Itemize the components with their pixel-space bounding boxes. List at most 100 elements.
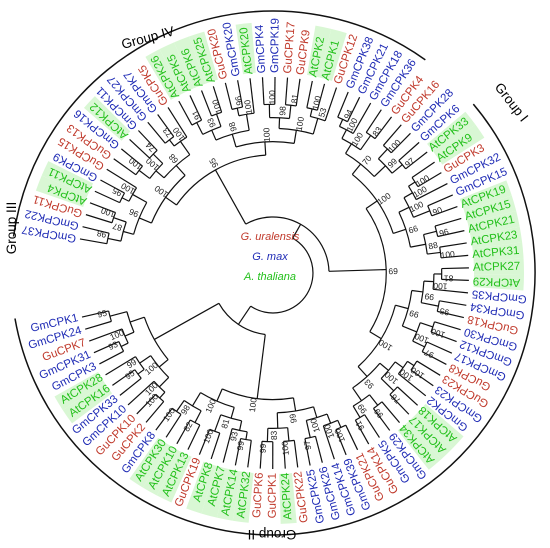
branch-segment: [100, 179, 125, 194]
branch-segment: [107, 237, 122, 242]
branch-segment: [397, 386, 419, 406]
branch-segment: [309, 108, 313, 117]
bootstrap-value: 100: [203, 397, 218, 414]
athaliana-highlight-layer: [35, 22, 525, 524]
branch-arc: [118, 341, 125, 352]
branch-segment: [441, 267, 469, 270]
branch-segment: [413, 210, 431, 218]
branch-segment: [295, 78, 301, 106]
bootstrap-value: 100: [280, 440, 291, 455]
branch-segment: [137, 130, 158, 151]
branch-segment: [194, 410, 202, 423]
branch-segment: [306, 80, 313, 108]
branch-segment: [175, 165, 186, 176]
branch-segment: [157, 114, 175, 137]
branch-segment: [324, 87, 338, 121]
branch-arc: [267, 427, 288, 429]
branch-arc: [351, 173, 394, 234]
highlight-atcpk34: [397, 422, 442, 470]
bootstrap-value: 100: [267, 90, 277, 105]
legend-guralensis: G. uralensis: [241, 231, 300, 243]
bootstrap-value: 100: [108, 327, 125, 342]
branch-segment: [410, 369, 434, 387]
branch-segment: [214, 169, 247, 225]
branch-arc: [163, 154, 191, 179]
branch-segment: [381, 401, 401, 424]
highlight-atcpk26: [145, 49, 183, 100]
branch-segment: [167, 107, 188, 138]
branch-segment: [85, 214, 113, 224]
bootstrap-value: 95: [438, 306, 450, 318]
branch-segment: [176, 400, 185, 412]
tree-branches: [79, 77, 469, 470]
branch-segment: [369, 394, 379, 406]
branch-segment: [293, 130, 297, 144]
highlight-atcpk18: [416, 403, 464, 449]
branch-segment: [426, 341, 453, 354]
branch-segment: [345, 143, 352, 154]
bootstrap-value: 100: [144, 156, 161, 173]
branch-arc: [285, 104, 297, 107]
branch-segment: [85, 320, 112, 330]
branch-segment: [357, 366, 368, 377]
branch-segment: [411, 161, 435, 179]
bootstrap-value: 93: [205, 116, 218, 129]
branch-arc: [155, 393, 165, 402]
branch-segment: [231, 134, 237, 148]
branch-segment: [178, 100, 193, 126]
highlight-atcpk28: [54, 371, 105, 411]
branch-segment: [322, 425, 335, 460]
branch-segment: [247, 440, 252, 468]
bootstrap-value: 91: [189, 108, 202, 121]
branch-arc: [221, 388, 294, 401]
branch-segment: [326, 413, 332, 424]
branch-segment: [421, 302, 439, 307]
branch-segment: [105, 356, 136, 376]
branch-segment: [234, 438, 242, 466]
branch-segment: [93, 341, 120, 354]
branch-segment: [237, 80, 244, 108]
bootstrap-value: 100: [201, 428, 215, 445]
highlight-atcpk16: [62, 382, 113, 424]
branch-segment: [132, 193, 148, 203]
branch-segment: [211, 129, 217, 141]
branch-segment: [179, 141, 191, 156]
branch-segment: [402, 325, 417, 333]
group-label-I: Group I: [492, 80, 532, 125]
bootstrap-value: 97: [301, 439, 313, 451]
branch-arc: [202, 126, 222, 135]
highlight-atcpk7: [201, 465, 229, 518]
branch-segment: [245, 114, 250, 131]
leaf-gucpk1: GuCPK1: [267, 473, 279, 518]
branch-segment: [120, 148, 143, 167]
branch-segment: [288, 105, 292, 119]
branch-segment: [109, 311, 128, 317]
branch-segment: [352, 387, 363, 402]
branch-segment: [335, 429, 347, 456]
branch-arc: [128, 187, 138, 202]
bootstrap-value: 95: [110, 185, 123, 198]
branch-segment: [106, 168, 137, 189]
bootstrap-value: 100: [152, 183, 170, 200]
branch-segment: [352, 102, 372, 134]
bootstrap-value: 99: [258, 443, 268, 453]
branch-arc: [245, 216, 330, 272]
branch-arc: [397, 361, 409, 375]
branch-segment: [249, 78, 255, 114]
branch-segment: [176, 419, 191, 445]
highlight-atcpk8: [186, 461, 216, 514]
branch-segment: [79, 238, 107, 245]
bootstrap-value: 100: [411, 184, 429, 200]
branch-segment: [222, 428, 233, 463]
branch-segment: [158, 359, 169, 368]
bootstrap-value: 82: [181, 420, 194, 433]
bootstrap-value: 100: [375, 190, 393, 206]
highlight-atcpk13: [156, 451, 192, 503]
group-arc-II: [407, 103, 536, 499]
highlight-atcpk6: [174, 36, 206, 89]
branch-segment: [113, 158, 137, 176]
branch-arc: [357, 305, 396, 368]
branch-segment: [421, 351, 447, 365]
highlight-atcpk9: [434, 124, 485, 165]
highlight-atcpk23: [470, 226, 523, 249]
